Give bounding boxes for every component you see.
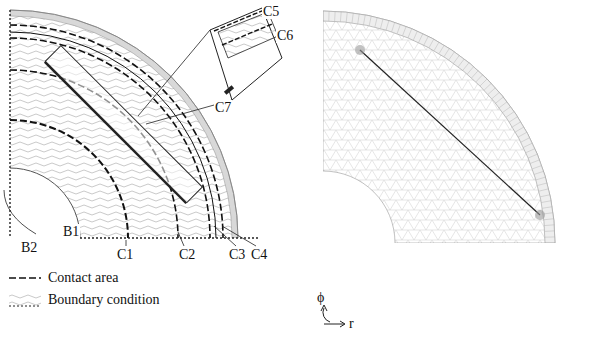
contact-label: C2 xyxy=(178,247,196,262)
contact-label: C4 xyxy=(250,247,268,262)
callout-label: C6 xyxy=(276,28,294,43)
axis-label: r xyxy=(348,316,355,331)
contact-label: C3 xyxy=(228,247,246,262)
legend-sample xyxy=(8,271,42,285)
callout-label: C7 xyxy=(214,100,232,115)
model-section xyxy=(10,10,238,238)
legend-text: Contact area xyxy=(48,270,118,286)
boundary-label: B2 xyxy=(20,240,38,255)
callout-label: C5 xyxy=(262,4,280,19)
legend-text: Boundary condition xyxy=(48,292,160,308)
legend-item: Boundary condition xyxy=(8,292,160,308)
legend-item: Contact area xyxy=(8,270,118,286)
mesh-view xyxy=(323,11,555,243)
legend-sample xyxy=(8,293,42,307)
boundary-label: B1 xyxy=(62,224,80,239)
contact-label: C1 xyxy=(116,247,134,262)
axis-label: ϕ xyxy=(316,290,325,305)
